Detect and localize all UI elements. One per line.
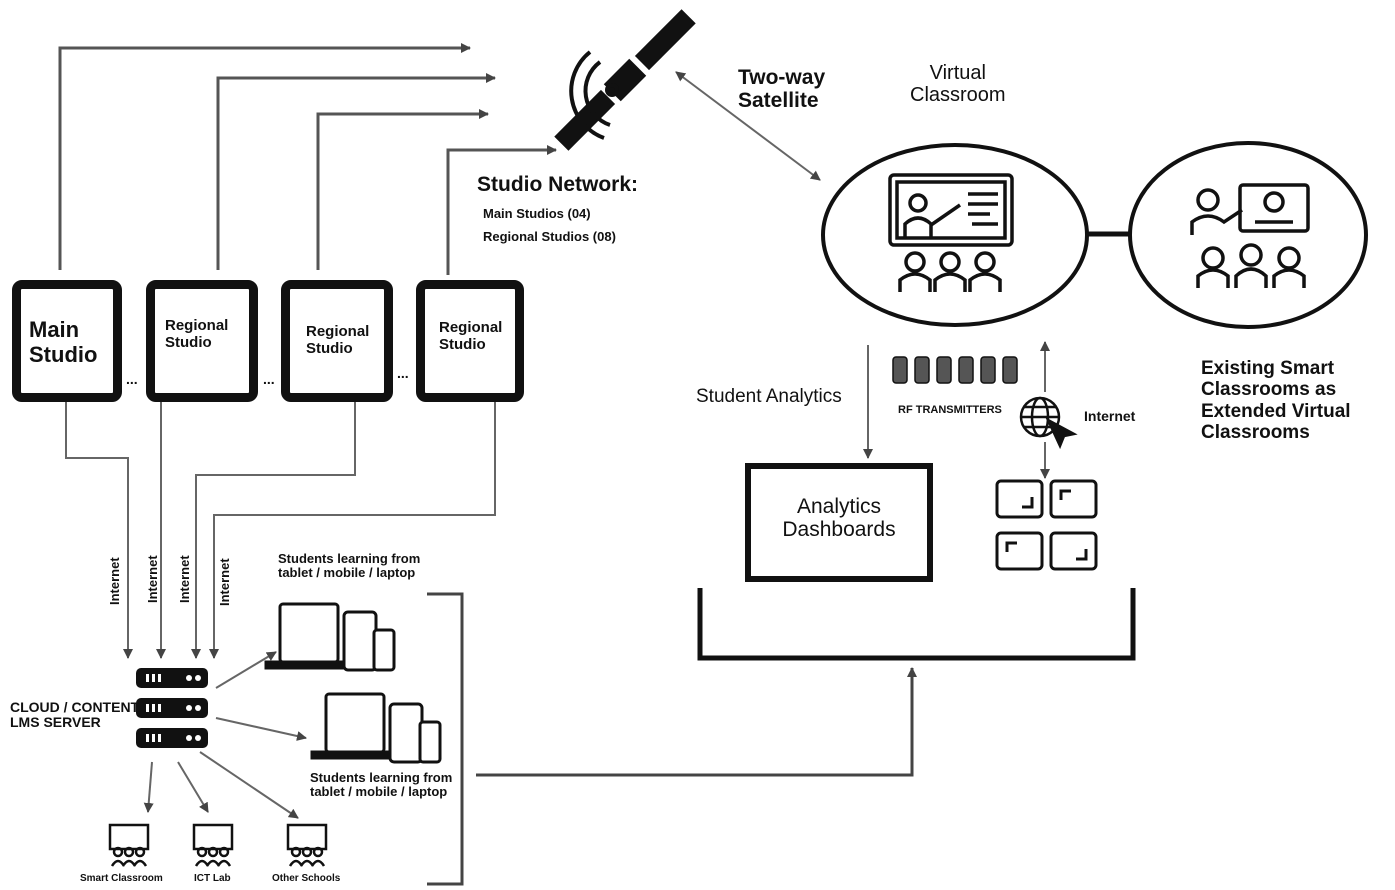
uplink-regional-3 [446,145,557,275]
studio-regional-3: Regional Studio [416,280,524,402]
server-to-devices-top [215,651,277,689]
ellipsis-2: ... [263,371,275,387]
devices-icon-bottom [310,692,442,764]
virtual-classroom-circle [821,143,1089,327]
devices-to-analytics-link [476,667,917,777]
satellite-dish-waves [569,50,619,140]
uplink-regional-2 [316,109,489,270]
studio-main: Main Studio [12,280,122,402]
studio-regional-1: Regional Studio [146,280,258,402]
studio-regional-3-label: Regional Studio [439,319,503,354]
endpoint-ict-lab: ICT Lab [194,873,231,884]
devices-top-label: Students learning from tablet / mobile /… [278,551,421,581]
smart-classroom-icon [1190,183,1310,288]
globe-cursor-icon [1019,396,1078,450]
server-rack-icon [136,668,208,754]
internet-analytics-label: Internet [1084,408,1136,424]
two-way-satellite-label: Two-way Satellite [738,66,826,113]
devices-icon-top [264,602,396,672]
group-icon-other-schools [286,823,328,867]
server-label: CLOUD / CONTENT LMS SERVER [10,699,140,731]
analytics-dashboards-label: Analytics Dashboards [782,495,896,542]
server-to-smart-classroom [143,761,154,813]
server-to-devices-bottom [215,717,307,741]
studio-regional-1-label: Regional Studio [165,317,229,352]
endpoint-smart-classroom: Smart Classroom [80,873,163,884]
internet-link-1 [65,402,133,659]
satellite-icon [554,9,696,151]
studio-network-main: Main Studios (04) [483,206,591,221]
studio-regional-2: Regional Studio [281,280,393,402]
rf-transmitters-icon [892,356,1018,384]
internet-link-3 [191,402,356,659]
ellipsis-3: ... [397,365,409,381]
internet-label-3: Internet [177,555,192,603]
devices-bottom-label: Students learning from tablet / mobile /… [310,770,453,800]
server-to-ict-lab [177,761,209,813]
internet-label-1: Internet [107,557,122,605]
studio-regional-2-label: Regional Studio [306,323,370,358]
group-icon-ict-lab [192,823,234,867]
virtual-classroom-title: Virtual Classroom [910,62,1006,106]
ellipsis-1: ... [126,371,138,387]
uplink-main-studio [58,43,471,270]
teacher-classroom-icon [888,173,1014,292]
studio-network-regional: Regional Studios (08) [483,229,616,244]
satellite-two-way-link [675,71,821,181]
smart-classrooms-label: Existing Smart Classrooms as Extended Vi… [1201,358,1351,443]
devices-bracket [427,592,464,886]
studio-main-label: Main Studio [29,317,98,368]
rf-transmitters-label: RF TRANSMITTERS [898,404,1002,416]
analytics-platform-bracket [697,588,1136,661]
internet-label-4: Internet [217,558,232,606]
uplink-regional-1 [216,73,496,270]
studio-network-title: Studio Network: [477,173,638,196]
display-grid-icon [995,479,1098,571]
internet-link-4 [209,402,496,659]
smart-classroom-circle [1128,141,1368,329]
analytics-dashboard-box [745,463,933,582]
internet-label-2: Internet [145,555,160,603]
group-icon-smart-classroom [108,823,150,867]
student-analytics-label: Student Analytics [696,386,842,407]
server-to-other-schools [199,751,299,819]
endpoint-other-schools: Other Schools [272,873,341,884]
